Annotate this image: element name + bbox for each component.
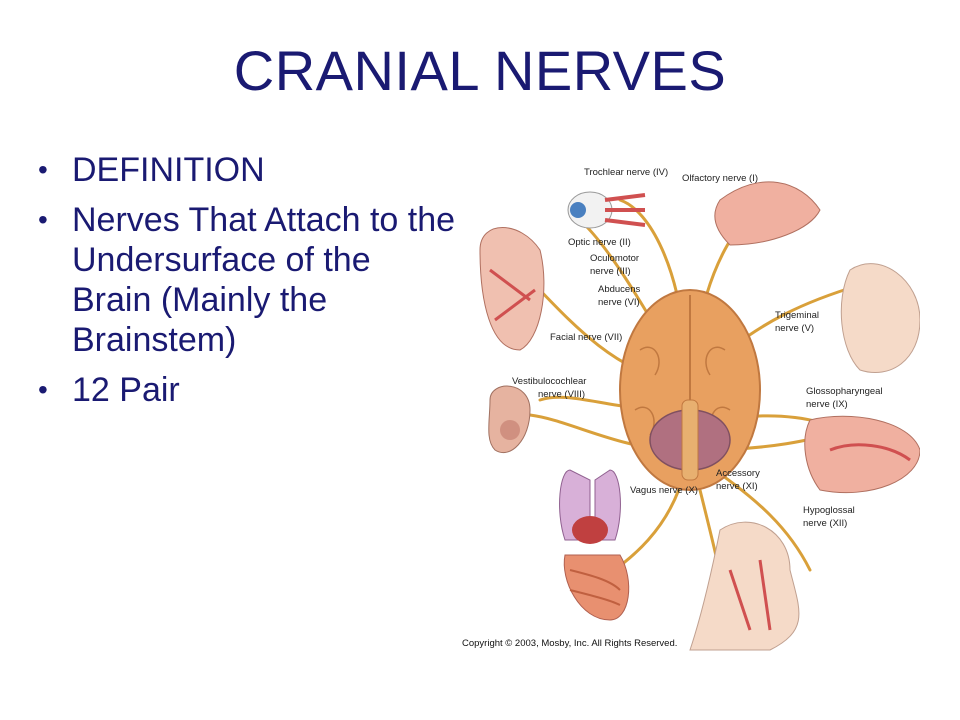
- label-accessory-1: Accessory: [716, 468, 760, 479]
- label-oculomotor-2: nerve (III): [590, 266, 631, 277]
- bullet-dot-icon: •: [38, 154, 48, 185]
- bullet-item: • DEFINITION: [38, 150, 458, 190]
- bullet-item: • Nerves That Attach to the Undersurface …: [38, 200, 458, 360]
- label-olfactory: Olfactory nerve (I): [682, 173, 758, 184]
- cranial-nerves-diagram: Trochlear nerve (IV) Olfactory nerve (I)…: [479, 167, 920, 651]
- label-glosso-1: Glossopharyngeal: [806, 386, 883, 397]
- label-hypoglossal-1: Hypoglossal: [803, 505, 855, 516]
- slide-title: CRANIAL NERVES: [233, 39, 727, 102]
- neck-illustration: [689, 521, 800, 651]
- bullet-dot-icon: •: [38, 374, 48, 405]
- bullet-text: Nerves That Attach to the Undersurface o…: [72, 201, 456, 359]
- label-vestibulo-2: nerve (VIII): [538, 389, 585, 400]
- thoracic-abdominal-organs-illustration: [559, 469, 630, 621]
- label-oculomotor-1: Oculomotor: [590, 253, 639, 264]
- label-trigeminal-2: nerve (V): [775, 323, 814, 334]
- copyright-notice: Copyright © 2003, Mosby, Inc. All Rights…: [462, 638, 678, 649]
- nerve-labels: Trochlear nerve (IV) Olfactory nerve (I)…: [512, 167, 883, 529]
- bullet-text: DEFINITION: [72, 151, 265, 189]
- label-trigeminal-1: Trigeminal: [775, 310, 819, 321]
- label-vagus: Vagus nerve (X): [630, 485, 698, 496]
- label-hypoglossal-2: nerve (XII): [803, 518, 847, 529]
- face-left-illustration: [479, 227, 545, 351]
- throat-illustration: [804, 415, 920, 494]
- face-right-illustration: [840, 263, 920, 374]
- bullet-text: 12 Pair: [72, 371, 180, 409]
- nasal-cavity-illustration: [714, 181, 821, 246]
- label-glosso-2: nerve (IX): [806, 399, 848, 410]
- bullet-item: • 12 Pair: [38, 370, 458, 410]
- label-abducens-1: Abducens: [598, 284, 641, 295]
- bullet-dot-icon: •: [38, 204, 48, 235]
- ear-illustration: [488, 385, 531, 453]
- label-optic: Optic nerve (II): [568, 237, 631, 248]
- label-abducens-2: nerve (VI): [598, 297, 640, 308]
- label-vestibulo-1: Vestibulocochlear: [512, 376, 586, 387]
- label-trochlear: Trochlear nerve (IV): [584, 167, 668, 178]
- label-accessory-2: nerve (XI): [716, 481, 758, 492]
- label-facial: Facial nerve (VII): [550, 332, 622, 343]
- bullet-list: • DEFINITION • Nerves That Attach to the U…: [38, 150, 458, 420]
- brain-illustration: [619, 289, 761, 491]
- eye-illustration: [567, 191, 646, 229]
